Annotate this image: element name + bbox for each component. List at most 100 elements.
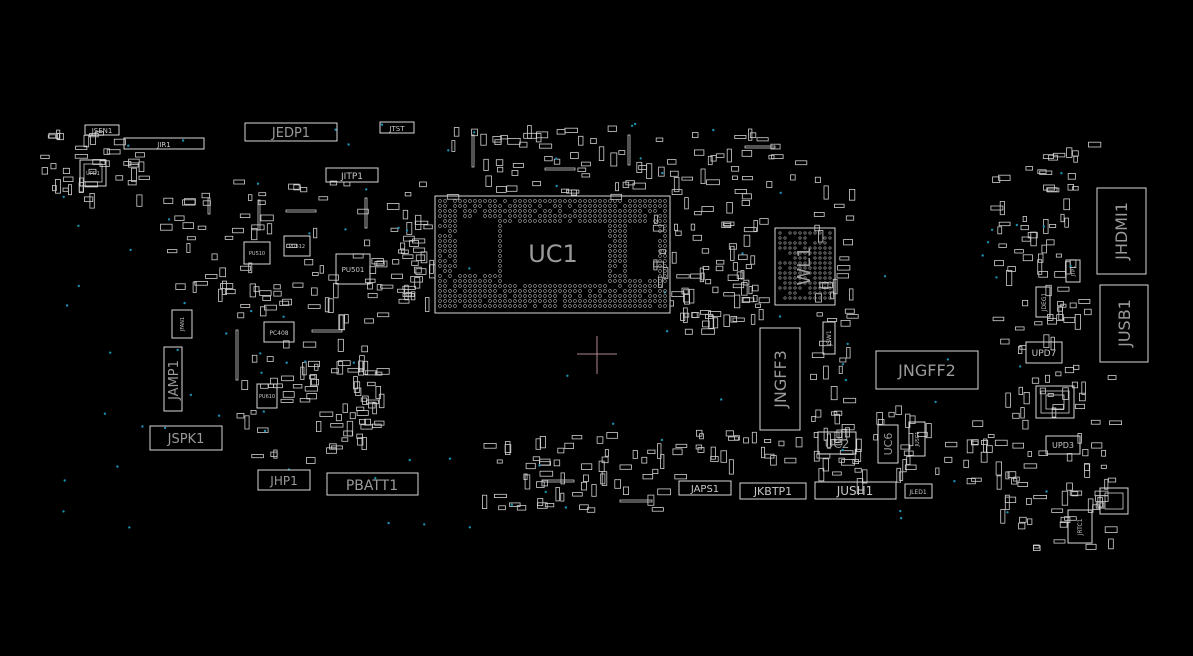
bga-ball bbox=[513, 304, 517, 308]
ic-pu501[interactable]: PU501 bbox=[335, 253, 371, 285]
passive-pad bbox=[251, 454, 264, 459]
bga-ball bbox=[563, 294, 567, 298]
passive-pad bbox=[347, 367, 360, 373]
connector-japs1[interactable]: JAPS1 bbox=[678, 480, 732, 496]
connector-jled1[interactable]: JLED1 bbox=[904, 483, 933, 499]
label-jdeg1: JDEG1 bbox=[1041, 292, 1048, 312]
bga-ball bbox=[623, 239, 627, 243]
bga-ball bbox=[468, 209, 472, 213]
via bbox=[256, 182, 260, 185]
connector-jfan1[interactable]: JFAN1 bbox=[171, 309, 193, 339]
bga-ball bbox=[623, 214, 627, 218]
bga-ball bbox=[443, 219, 447, 223]
passive-pad bbox=[734, 134, 747, 139]
bga-ball bbox=[588, 219, 592, 223]
connector-jamp1[interactable]: JAMP1 bbox=[163, 346, 183, 412]
ic-pu610[interactable]: PU610 bbox=[256, 383, 278, 409]
connector-jkbtp1[interactable]: JKBTP1 bbox=[739, 482, 807, 500]
bga-ball bbox=[653, 199, 657, 203]
bga-ball bbox=[798, 231, 802, 235]
bga-ball bbox=[528, 289, 532, 293]
passive-pad bbox=[493, 493, 507, 498]
bga-ball bbox=[788, 291, 792, 295]
bga-ball bbox=[478, 199, 482, 203]
connector-jush1[interactable]: JUSH1 bbox=[814, 481, 897, 500]
connector-jngff2[interactable]: JNGFF2 bbox=[875, 350, 979, 390]
bga-ball bbox=[623, 294, 627, 298]
label-jtp1: JTP1 bbox=[1071, 266, 1077, 278]
passive-pad bbox=[636, 161, 643, 174]
module-wl1[interactable]: WL1 bbox=[774, 227, 836, 306]
ic-pu512[interactable]: PU512 bbox=[283, 235, 311, 257]
ic-upd7[interactable]: UPD7 bbox=[1025, 341, 1063, 364]
passive-pad bbox=[367, 381, 376, 387]
bga-ball bbox=[818, 296, 822, 300]
passive-pad bbox=[207, 197, 211, 215]
ic-uc2[interactable]: UC2 bbox=[817, 431, 857, 455]
connector-jusc1[interactable]: JUSC1 bbox=[908, 421, 926, 457]
ic-jtp1[interactable]: JTP1 bbox=[1065, 259, 1081, 283]
connector-jitp1[interactable]: JITP1 bbox=[325, 167, 379, 183]
bga-ball bbox=[468, 304, 472, 308]
connector-jhdmi1[interactable]: JHDMI1 bbox=[1096, 187, 1147, 275]
connector-jsen1[interactable]: JSEN1 bbox=[84, 124, 120, 136]
connector-pbatt1[interactable]: PBATT1 bbox=[326, 472, 419, 496]
passive-pad bbox=[659, 249, 667, 254]
bga-ball bbox=[633, 299, 637, 303]
bga-ball bbox=[503, 209, 507, 213]
label-jir1: JIR1 bbox=[156, 141, 170, 149]
bga-ball bbox=[453, 264, 457, 268]
switch-jsw1[interactable]: JSW1 bbox=[822, 321, 836, 355]
connector-jngff3[interactable]: JNGFF3 bbox=[759, 327, 801, 431]
bga-ball bbox=[448, 254, 452, 258]
bga-ball bbox=[608, 304, 612, 308]
passive-pad bbox=[811, 352, 825, 358]
bga-ball bbox=[473, 294, 477, 298]
passive-pad bbox=[311, 329, 343, 333]
cpu-uc1[interactable]: UC1 bbox=[434, 195, 671, 314]
bga-ball bbox=[828, 296, 832, 300]
passive-pad bbox=[186, 243, 191, 253]
bga-ball bbox=[608, 254, 612, 258]
ic-upd3[interactable]: UPD3 bbox=[1045, 435, 1081, 455]
passive-pad bbox=[830, 438, 843, 446]
bga-ball bbox=[513, 294, 517, 298]
passive-pad bbox=[377, 312, 390, 318]
ic-uc6[interactable]: UC6 bbox=[877, 424, 899, 464]
passive-pad bbox=[716, 259, 725, 265]
passive-pad bbox=[992, 176, 1001, 183]
passive-pad bbox=[1081, 381, 1086, 395]
bga-ball bbox=[828, 236, 832, 240]
ic-upd1[interactable]: UPD1 bbox=[79, 159, 107, 187]
bga-ball bbox=[518, 304, 522, 308]
bga-ball bbox=[663, 269, 667, 273]
ic-pu510[interactable]: PU510 bbox=[243, 241, 271, 265]
connector-jhp1[interactable]: JHP1 bbox=[257, 469, 311, 491]
bga-ball bbox=[823, 276, 827, 280]
bga-ball bbox=[563, 304, 567, 308]
via bbox=[408, 458, 411, 462]
ic-pd-controller[interactable] bbox=[1035, 385, 1075, 419]
passive-pad bbox=[374, 371, 383, 376]
ic-bottom-right[interactable] bbox=[1099, 487, 1129, 515]
connector-jtst[interactable]: JTST bbox=[379, 121, 415, 134]
passive-pad bbox=[84, 196, 94, 202]
connector-jir1[interactable]: JIR1 bbox=[123, 137, 205, 150]
passive-pad bbox=[525, 462, 536, 470]
bga-ball bbox=[623, 289, 627, 293]
connector-jusb1[interactable]: JUSB1 bbox=[1099, 284, 1149, 363]
passive-pad bbox=[1109, 420, 1123, 425]
passive-pad bbox=[279, 300, 290, 306]
bga-ball bbox=[498, 269, 502, 273]
connector-jspk1[interactable]: JSPK1 bbox=[149, 425, 223, 451]
connector-jrtc1[interactable]: JRTC1 bbox=[1067, 509, 1093, 544]
connector-jedp1[interactable]: JEDP1 bbox=[244, 122, 338, 142]
bga-ball bbox=[483, 274, 487, 278]
via bbox=[374, 477, 377, 480]
connector-jdeg1[interactable]: JDEG1 bbox=[1035, 286, 1051, 318]
passive-pad bbox=[248, 262, 253, 274]
passive-pad bbox=[610, 152, 618, 167]
ic-pc408[interactable]: PC408 bbox=[263, 321, 295, 343]
